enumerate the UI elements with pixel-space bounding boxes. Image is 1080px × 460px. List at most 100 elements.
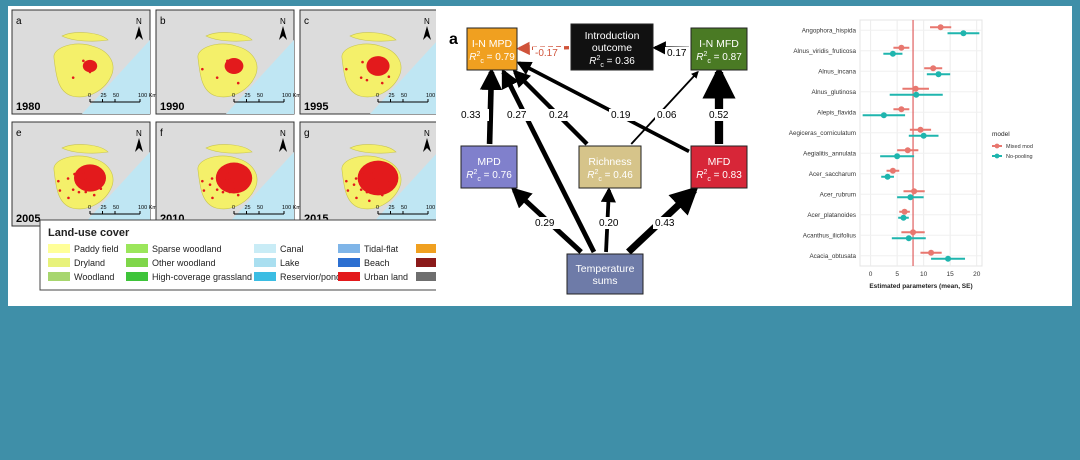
map-panel-letter: a (16, 16, 22, 27)
scale-tick-label: 100 Km (426, 93, 436, 99)
sem-node-box (690, 145, 748, 189)
legend-item: R (416, 244, 449, 254)
map-year-label: 1980 (16, 101, 40, 113)
scale-tick-label: 0 (232, 93, 235, 99)
urban-patch (208, 183, 212, 186)
map-year-label: 1990 (160, 101, 184, 113)
legend-swatch (126, 272, 148, 281)
sem-path-coefficient: 0.19 (611, 110, 631, 121)
x-tick-label: 20 (973, 271, 981, 278)
legend-swatch (48, 272, 70, 281)
sem-node-box (460, 145, 518, 189)
sem-path-arrow (479, 67, 503, 145)
scale-tick-label: 0 (376, 205, 379, 211)
urban-patch (361, 60, 364, 64)
urban-patch (228, 177, 231, 181)
legend-swatch (338, 272, 360, 281)
legend-item: Other woodland (126, 258, 216, 268)
legend-swatch (254, 258, 276, 267)
north-label: N (136, 129, 142, 138)
sem-node-box (466, 27, 518, 71)
sem-node-title: I-N MFD (699, 38, 739, 50)
sem-path-label-bg (653, 217, 683, 229)
legend-item: Woodland (48, 272, 114, 282)
data-point (960, 30, 967, 37)
legend-item-label: Canal (280, 244, 304, 254)
north-arrow-icon (135, 26, 143, 40)
sem-path-label-bg (707, 109, 737, 121)
urban-patch (88, 70, 92, 74)
sem-node-r2: R2c = 0.79 (469, 51, 515, 65)
urban-patch (82, 59, 85, 63)
urban-patch (359, 76, 363, 79)
urban-patch (202, 189, 206, 192)
legend-item: Beach (338, 258, 390, 268)
urban-patch (345, 179, 348, 183)
urban-patch (380, 193, 384, 197)
urban-patch (354, 177, 358, 180)
legend-item-label: Dryland (74, 258, 105, 268)
sem-node-r2: R2c = 0.46 (587, 169, 633, 183)
data-point (935, 71, 942, 78)
sem-node-title: Introduction (585, 30, 640, 42)
urban-patch (221, 190, 225, 194)
urban-patch (57, 179, 60, 183)
map-panel-letter: e (16, 128, 22, 139)
urban-patch (99, 187, 103, 191)
category-label: Alnus_viridis_fruticosa (793, 48, 856, 55)
urban-patch (367, 177, 371, 180)
legend-series-label: No-pooling (1006, 154, 1033, 160)
legend-item: Tidal-flat (338, 244, 399, 254)
sem-node-box (566, 253, 644, 295)
scale-tick-label: 0 (232, 205, 235, 211)
urban-core (82, 59, 98, 73)
scale-tick-label: 50 (257, 93, 263, 99)
sea-area (82, 152, 150, 226)
legend-item: Dryland (48, 258, 105, 268)
data-point (937, 24, 944, 31)
urban-core (215, 162, 253, 194)
map-panel-letter: c (304, 16, 309, 27)
north-label: N (136, 17, 142, 26)
urban-patch (231, 67, 235, 71)
sem-path-coefficient: 0.33 (461, 110, 481, 121)
sem-node-title: Temperature (576, 263, 635, 275)
urban-patch (232, 182, 236, 186)
urban-patch (375, 179, 379, 183)
urban-patch (244, 179, 247, 183)
urban-patch (236, 193, 240, 197)
sem-node-box (570, 23, 654, 71)
sem-node-box (690, 27, 748, 71)
urban-patch (201, 67, 204, 71)
north-label: N (424, 17, 430, 26)
urban-patch (232, 70, 236, 74)
sem-node-box (578, 145, 642, 189)
x-tick-label: 5 (895, 271, 899, 278)
urban-patch (387, 75, 391, 79)
map-year-label: 2005 (16, 213, 40, 225)
category-label: Acer_saccharum (809, 171, 856, 178)
urban-patch (66, 177, 70, 180)
data-point (930, 65, 937, 72)
data-point (894, 153, 901, 160)
sem-path-label-bg (505, 109, 535, 121)
scale-tick-label: 50 (401, 93, 407, 99)
urban-patch (84, 190, 88, 194)
urban-patch (345, 67, 348, 71)
sem-path-coefficient: 0.52 (709, 110, 729, 121)
urban-patch (352, 183, 356, 186)
scale-tick-label: 50 (113, 93, 119, 99)
sea-area (226, 152, 294, 226)
data-point (904, 147, 911, 154)
legend-swatch (254, 244, 276, 253)
sem-path-label-bg (665, 47, 695, 59)
urban-patch (84, 177, 87, 181)
island-area (205, 32, 253, 42)
legend-item: Urban land (338, 272, 408, 282)
sem-path-label-bg (533, 217, 563, 229)
data-point (910, 229, 917, 236)
